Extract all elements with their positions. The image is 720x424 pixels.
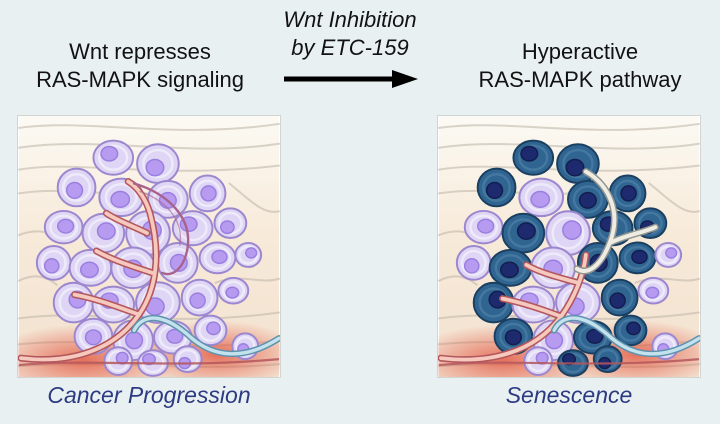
cell-cytoplasm	[507, 218, 540, 248]
right-panel-title: Hyperactive RAS-MAPK pathway	[445, 38, 715, 94]
cell-nucleus	[169, 253, 188, 272]
cell-nucleus	[245, 247, 258, 259]
cell-cytoplasm	[203, 245, 232, 270]
left-panel-title-line2: RAS-MAPK signaling	[36, 67, 244, 92]
cell-nucleus	[516, 222, 536, 241]
cell-cytoplasm	[460, 249, 487, 276]
cell-nucleus	[110, 190, 131, 208]
cell-cytoplasm	[97, 290, 130, 319]
cell-cytoplasm	[152, 185, 183, 214]
blood-vessels	[438, 168, 700, 367]
cancer-progression-illustration	[17, 115, 281, 378]
cell-nucleus	[84, 329, 103, 346]
cell-nucleus	[645, 286, 660, 299]
transition-label-line2: by ETC-159	[291, 35, 409, 60]
senescence-illustration	[437, 115, 701, 378]
cell-nucleus	[586, 328, 604, 344]
cell-nucleus	[499, 261, 519, 279]
transition-label: Wnt Inhibition by ETC-159	[262, 6, 438, 96]
cell-nucleus	[56, 218, 75, 234]
cell-nucleus	[578, 191, 597, 209]
cell-nucleus	[609, 292, 626, 309]
cell-nucleus	[145, 158, 165, 177]
cell-cytoplasm	[104, 182, 138, 212]
cell-cytoplasm	[49, 214, 79, 240]
cell-cytoplasm	[198, 318, 223, 342]
cell-nucleus	[79, 261, 99, 279]
cell-nucleus	[665, 247, 678, 259]
cell-cytoplasm	[618, 318, 643, 342]
cell-cytoplasm	[116, 252, 150, 284]
cell-cytoplasm	[98, 144, 129, 171]
cell-cytoplasm	[185, 283, 214, 312]
right-panel-title-line2: RAS-MAPK pathway	[478, 67, 682, 92]
cell-cytoplasm	[482, 173, 511, 202]
cell-cytoplasm	[572, 185, 603, 214]
cell-nucleus	[43, 258, 60, 274]
cell-nucleus	[620, 185, 637, 202]
cell-nucleus	[463, 258, 480, 274]
cell-cytoplasm	[657, 245, 679, 265]
cell-cytoplasm	[74, 254, 107, 282]
cell-nucleus	[631, 249, 648, 265]
cell-nucleus	[485, 181, 504, 200]
cell-nucleus	[206, 321, 221, 336]
right-panel-caption: Senescence	[505, 382, 633, 408]
cell-nucleus	[65, 181, 84, 200]
tumor-illustration-left	[18, 116, 280, 377]
cell-nucleus	[530, 190, 551, 208]
cell-nucleus	[626, 321, 641, 336]
cell-cytoplasm	[162, 247, 193, 279]
cell-nucleus	[142, 353, 156, 366]
cell-cytoplasm	[237, 245, 259, 265]
cell-cytoplasm	[641, 280, 666, 301]
cell-cytoplasm	[551, 216, 585, 250]
cell-cytoplasm	[524, 182, 558, 212]
cell-nucleus	[562, 220, 582, 241]
cell-nucleus	[520, 145, 539, 162]
tumor-cell-cluster	[35, 139, 263, 377]
cell-nucleus	[200, 185, 217, 202]
cell-nucleus	[166, 328, 184, 344]
cell-cytoplasm	[62, 173, 91, 202]
right-arrow-icon	[262, 68, 438, 96]
left-panel-title-line1: Wnt represses	[69, 39, 211, 64]
cell-nucleus	[565, 158, 585, 177]
cell-cytoplasm	[518, 144, 549, 171]
cell-nucleus	[100, 145, 119, 162]
cell-cytoplasm	[193, 179, 222, 208]
cell-cytoplasm	[562, 148, 594, 179]
cell-cytoplasm	[142, 148, 174, 179]
cell-nucleus	[504, 329, 523, 346]
cell-cytoplasm	[613, 179, 642, 208]
transition-label-line1: Wnt Inhibition	[283, 7, 417, 32]
cell-cytoplasm	[221, 280, 246, 301]
cell-nucleus	[189, 292, 206, 309]
cell-cytoplasm	[469, 214, 499, 240]
cell-nucleus	[225, 286, 240, 299]
cell-cytoplasm	[87, 218, 120, 248]
blood-vessels	[18, 178, 280, 367]
tumor-illustration-right	[438, 116, 700, 377]
cell-nucleus	[219, 220, 235, 235]
left-panel-title: Wnt represses RAS-MAPK signaling	[5, 38, 275, 94]
cell-cytoplasm	[40, 249, 67, 276]
cell-nucleus	[211, 249, 228, 265]
cell-cytoplasm	[58, 287, 89, 318]
cell-cytoplasm	[605, 283, 634, 312]
left-panel-caption: Cancer Progression	[47, 382, 251, 408]
cell-nucleus	[476, 218, 495, 234]
cell-nucleus	[562, 353, 576, 366]
right-panel-title-line1: Hyperactive	[521, 39, 639, 64]
cell-nucleus	[96, 222, 116, 241]
cell-cytoplasm	[623, 245, 652, 270]
cell-nucleus	[125, 331, 144, 350]
